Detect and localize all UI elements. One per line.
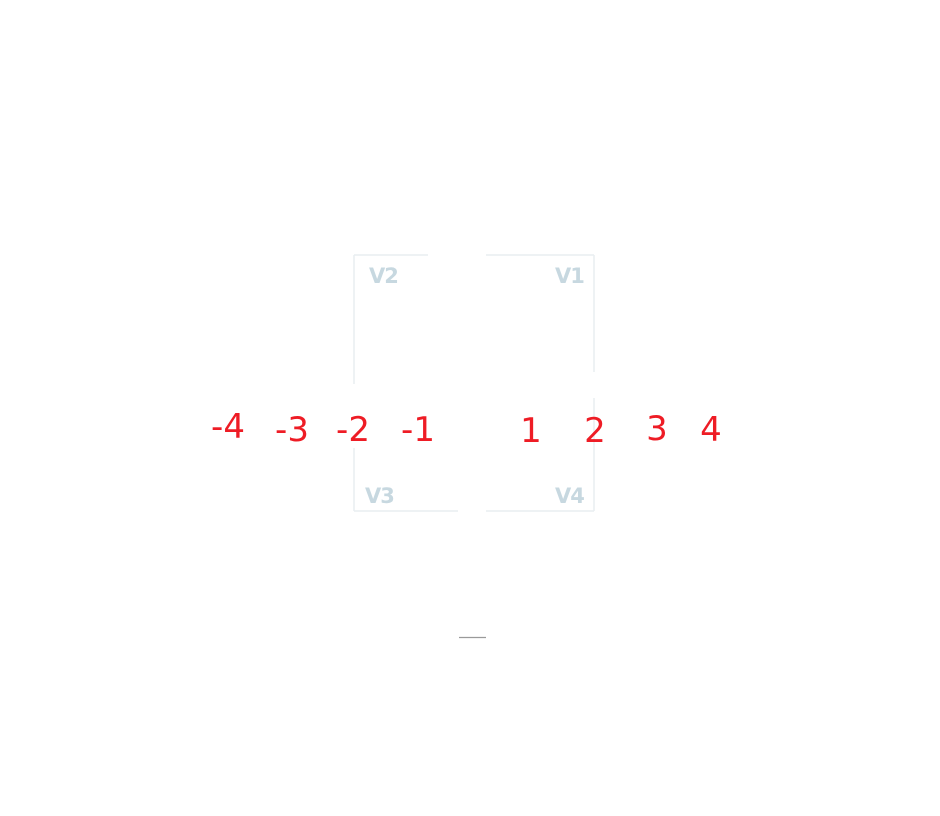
number-label-4: 4 [700, 410, 722, 450]
number-label-neg2: -2 [336, 410, 370, 450]
number-label-neg4: -4 [211, 407, 245, 447]
number-label-1: 1 [520, 411, 542, 451]
number-label-3: 3 [646, 409, 668, 449]
number-label-2: 2 [584, 411, 606, 451]
quadrant-label-v2: V2 [369, 264, 398, 288]
quadrant-label-v3: V3 [365, 484, 394, 508]
quadrant-box [353, 254, 595, 512]
quadrant-label-v4: V4 [555, 484, 584, 508]
number-label-neg1: -1 [401, 410, 435, 450]
number-label-neg3: -3 [275, 410, 309, 450]
quadrant-label-v1: V1 [555, 264, 584, 288]
